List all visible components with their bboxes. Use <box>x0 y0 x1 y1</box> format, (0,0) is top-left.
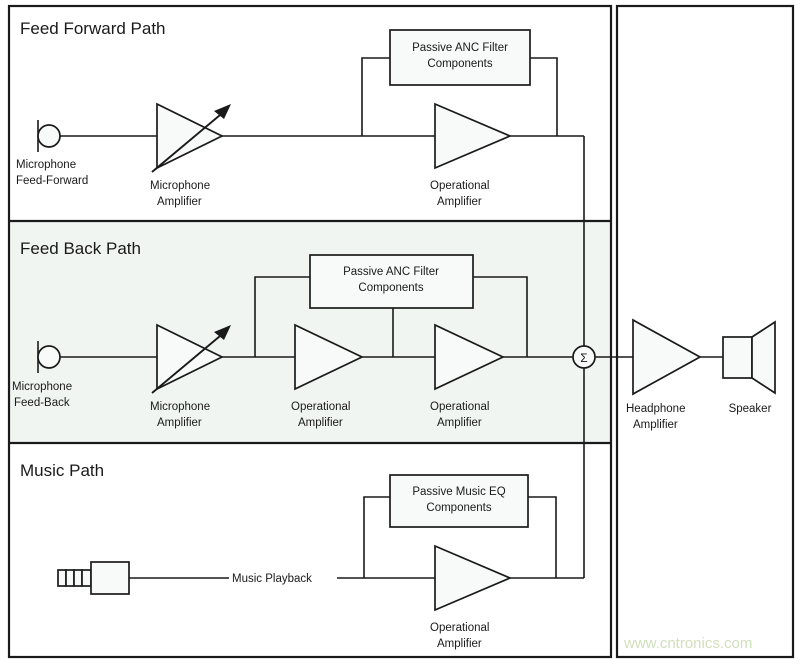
music-operational-amplifier <box>434 544 513 612</box>
sigma-symbol: Σ <box>580 351 587 365</box>
fb-opamp1-label-line1: Operational <box>291 401 350 413</box>
fb-microphone-icon <box>37 345 61 369</box>
ff-microphone-icon <box>37 124 61 148</box>
music-eq-label-line2: Components <box>426 502 491 514</box>
fb-opamp2-label-line2: Amplifier <box>437 417 482 429</box>
headphone-amp-label-line2: Amplifier <box>633 419 678 431</box>
fb-filter-label-line2: Components <box>358 282 423 294</box>
ff-mic-label-line1: Microphone <box>16 159 76 171</box>
fb-operational-amplifier-1 <box>294 323 364 391</box>
music-eq-input-tap <box>363 496 390 578</box>
ff-filter-input-tap <box>361 57 390 136</box>
audio-jack-icon <box>57 561 130 595</box>
fb-passive-filter-box <box>309 254 474 309</box>
music-opamp-label-line1: Operational <box>430 622 489 634</box>
ff-opamp-label-line1: Operational <box>430 180 489 192</box>
ff-opamp-label-line2: Amplifier <box>437 196 482 208</box>
section-title-feed-forward: Feed Forward Path <box>20 19 166 38</box>
music-passive-eq-box <box>389 474 529 528</box>
ff-passive-filter-box <box>389 29 531 86</box>
ff-operational-amplifier <box>434 102 513 170</box>
output-panel-frame <box>615 4 795 659</box>
speaker-icon <box>722 320 776 395</box>
headphone-amp-label-line1: Headphone <box>626 403 685 415</box>
music-eq-label-line1: Passive Music EQ <box>412 486 505 498</box>
music-playback-label: Music Playback <box>232 573 312 585</box>
fb-filter-label-line1: Passive ANC Filter <box>343 266 439 278</box>
fb-gain-arrow-line <box>151 330 227 394</box>
music-eq-output-tap <box>528 496 557 578</box>
headphone-amplifier <box>632 318 702 396</box>
ff-filter-label-line2: Components <box>427 58 492 70</box>
ff-gain-arrow-line <box>151 109 227 173</box>
music-opamp-label-line2: Amplifier <box>437 638 482 650</box>
fb-filter-left-tap <box>254 276 310 357</box>
fb-mic-amp-label-line1: Microphone <box>150 401 210 413</box>
fb-mic-label-line1: Microphone <box>12 381 72 393</box>
ff-microphone-amplifier <box>156 102 224 170</box>
fb-mic-amp-label-line2: Amplifier <box>157 417 202 429</box>
fb-microphone-amplifier <box>156 323 224 391</box>
ff-filter-label-line1: Passive ANC Filter <box>412 42 508 54</box>
fb-opamp1-label-line2: Amplifier <box>298 417 343 429</box>
paths-panel-frame <box>7 4 613 659</box>
ff-filter-output-tap <box>530 57 558 136</box>
watermark: www.cntronics.com <box>623 635 752 652</box>
fb-filter-right-tap <box>473 276 528 357</box>
ff-mic-amp-label-line1: Microphone <box>150 180 210 192</box>
ff-mic-amp-label-line2: Amplifier <box>157 196 202 208</box>
ff-gain-arrow-head <box>214 104 231 119</box>
fb-gain-arrow-head <box>214 325 231 340</box>
fb-mic-label-line2: Feed-Back <box>14 397 70 409</box>
fb-operational-amplifier-2 <box>434 323 505 391</box>
ff-mic-label-line2: Feed-Forward <box>16 175 88 187</box>
section-title-music: Music Path <box>20 461 104 480</box>
speaker-label: Speaker <box>729 403 772 415</box>
section-title-feed-back: Feed Back Path <box>20 239 141 258</box>
fb-opamp2-label-line1: Operational <box>430 401 489 413</box>
